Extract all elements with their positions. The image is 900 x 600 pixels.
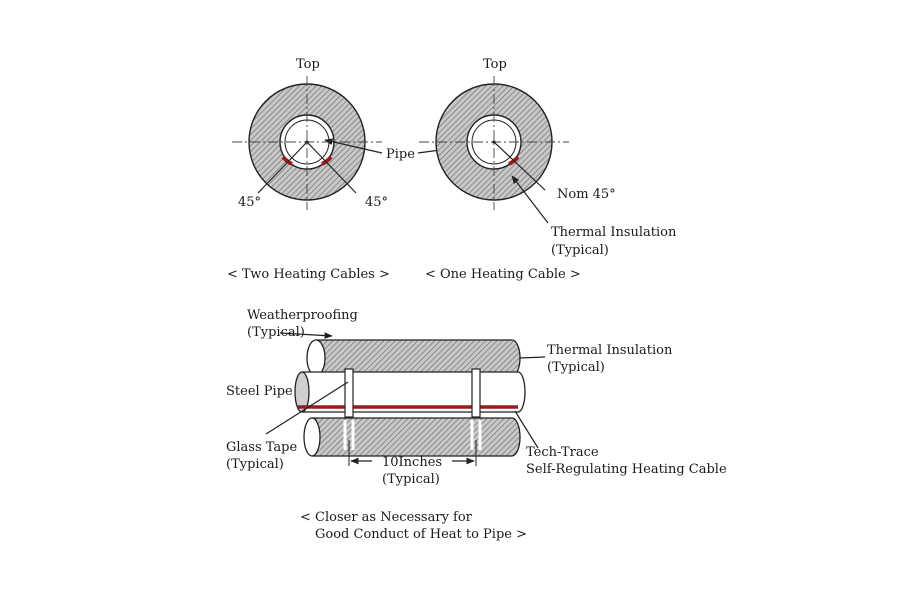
- cable-leader: [514, 410, 539, 449]
- insulation-label-line2: (Typical): [551, 243, 609, 258]
- side-insulation-label-line2: (Typical): [547, 360, 605, 375]
- spacing-dimension: [348, 440, 477, 466]
- note-line2: Good Conduct of Heat to Pipe >: [315, 527, 527, 542]
- angle-leader: [493, 141, 546, 191]
- steel-pipe: [294, 371, 526, 413]
- glass-tape-label-line1: Glass Tape: [226, 440, 298, 455]
- caption-one-cable: < One Heating Cable >: [425, 267, 581, 282]
- pipe-label: Pipe: [386, 147, 415, 162]
- heating-cable-left: [281, 155, 293, 166]
- insulation-top: [306, 339, 521, 377]
- glass-tape-leader: [265, 381, 349, 435]
- glass-tape-2: [470, 368, 482, 450]
- insulation-leader: [519, 356, 546, 359]
- heating-cable-right: [321, 155, 333, 166]
- angle-label-right: 45°: [365, 195, 388, 210]
- angle-leader-left: [257, 141, 308, 194]
- insulation-bottom: [303, 417, 521, 457]
- steel-pipe-label: Steel Pipe: [226, 384, 293, 399]
- glass-tape-1: [343, 368, 355, 450]
- top-label-right: Top: [483, 57, 507, 72]
- weatherproofing-leader: [279, 332, 333, 339]
- glass-tape-label-line2: (Typical): [226, 457, 284, 472]
- cable-label-line1: Tech-Trace: [526, 445, 599, 460]
- side-view: Weatherproofing (Typical) Thermal Insula…: [226, 308, 727, 542]
- weatherproofing-label-line1: Weatherproofing: [247, 308, 358, 323]
- top-label-left: Top: [296, 57, 320, 72]
- cable-label-line2: Self-Regulating Heating Cable: [526, 462, 727, 477]
- cross-section-one-cable: Top Nom 45° Thermal Insulation (Typical)…: [419, 57, 677, 282]
- side-insulation-label-line1: Thermal Insulation: [547, 343, 673, 358]
- angle-label-left: 45°: [238, 195, 261, 210]
- nom-angle-label: Nom 45°: [557, 187, 616, 202]
- insulation-arrow: [511, 175, 549, 224]
- insulation-label-line1: Thermal Insulation: [551, 225, 677, 240]
- spacing-label-line2: (Typical): [382, 472, 440, 487]
- note-line1: < Closer as Necessary for: [300, 510, 473, 525]
- caption-two-cables: < Two Heating Cables >: [227, 267, 390, 282]
- pipe-arrow-left: [324, 138, 383, 154]
- weatherproofing-label-line2: (Typical): [247, 325, 305, 340]
- cross-section-two-cables: Top 45° 45° < Two Heating Cables >: [227, 57, 390, 282]
- spacing-label-line1: 10Inches: [382, 455, 442, 470]
- angle-leader-right: [306, 141, 357, 194]
